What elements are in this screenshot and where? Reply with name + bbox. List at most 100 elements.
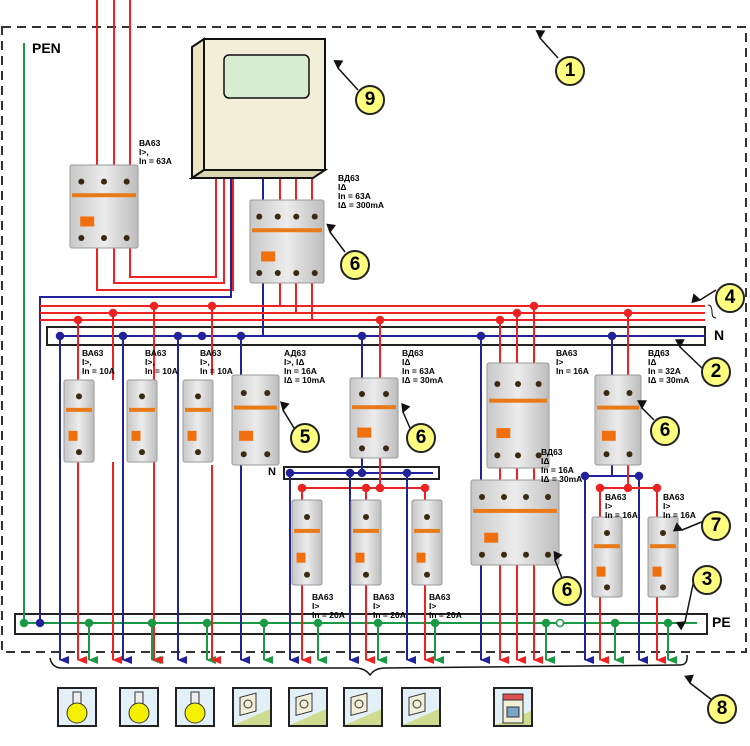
terminal-screw <box>479 494 485 500</box>
terminal-screw <box>494 452 501 459</box>
socket-rcd-phase-out <box>380 487 426 500</box>
leader-2 <box>674 339 705 371</box>
junction-dot <box>610 618 620 628</box>
pe-bus-label: PE <box>712 614 731 630</box>
light-breaker-2 <box>126 379 158 463</box>
junction-dot <box>149 301 159 311</box>
socket-icon <box>234 692 270 725</box>
leader-5 <box>280 401 295 429</box>
terminal-screw <box>359 445 365 452</box>
terminal-screw <box>383 445 389 452</box>
terminal-screw <box>523 494 529 500</box>
socket-hole <box>412 699 422 709</box>
orange-stripe <box>185 407 211 412</box>
stove-hob <box>502 693 524 701</box>
device-body <box>411 499 443 586</box>
terminal-screw <box>494 381 501 387</box>
junction-dot <box>375 315 385 325</box>
terminal-screw <box>240 451 247 458</box>
device-body <box>647 516 679 598</box>
toggle-lever <box>355 552 365 563</box>
socket-breaker-3-label: ВА63 I> In = 20A <box>429 592 462 620</box>
rcbo-label: АД63 I>, IΔ In = 16A IΔ = 10mA <box>284 348 326 385</box>
terminal-screw <box>501 551 507 558</box>
load-electric-stove <box>493 687 533 727</box>
socket-breaker-2-label: ВА63 I> In = 20A <box>373 592 406 620</box>
terminal-screw <box>195 393 201 400</box>
junction-dot <box>476 331 486 341</box>
socket-hole <box>299 699 309 709</box>
toggle-lever <box>601 430 616 441</box>
right-breaker-2-label: ВА63 I> In = 16A <box>663 492 696 520</box>
orange-stripe <box>594 544 620 549</box>
light-breaker-1-label: ВА63 I>, In = 10A <box>82 348 115 376</box>
terminal-screw <box>240 390 247 396</box>
terminal-screw <box>256 270 263 277</box>
leader-1 <box>535 29 559 59</box>
junction-dot <box>108 308 118 318</box>
junction-dot <box>580 471 590 481</box>
terminal-screw <box>123 235 130 242</box>
junction-dot <box>420 483 430 493</box>
floor <box>345 709 381 725</box>
light-breaker-2-label: ВА63 I>, In = 10A <box>145 348 178 376</box>
junction-dot <box>430 618 440 628</box>
terminal-screw <box>363 514 369 520</box>
leader-6 <box>401 402 411 429</box>
right-breaker-2 <box>647 516 679 598</box>
bulb-base <box>72 691 82 705</box>
callout-6-socket-rcd: 6 <box>406 423 436 453</box>
device-body <box>594 374 642 466</box>
terminal-screw <box>515 381 521 387</box>
terminal-screw <box>479 551 485 558</box>
pen-label: PEN <box>32 40 61 56</box>
device-body <box>591 516 623 598</box>
callout-leaders <box>49 29 717 701</box>
orange-stripe <box>353 528 379 533</box>
meter-window <box>223 54 310 99</box>
terminal-screw <box>311 213 318 220</box>
main-breaker-label: ВА63 I>, In = 63A <box>139 138 172 166</box>
bulb-base <box>134 691 144 705</box>
callout-5: 5 <box>290 423 320 453</box>
junction-dot <box>297 483 307 493</box>
junction-dot <box>35 618 45 628</box>
terminal-screw <box>78 178 85 185</box>
pen-to-meter-neutral <box>39 171 232 623</box>
device-body <box>291 499 323 586</box>
junction-dot <box>173 331 183 341</box>
light-bulb-icon <box>184 691 206 724</box>
rcbo <box>231 374 280 466</box>
load-lamp-2 <box>119 687 159 727</box>
terminal-screw <box>274 270 281 277</box>
device-body <box>231 374 280 466</box>
terminal-screw <box>535 452 542 459</box>
three-phase-breaker <box>486 362 550 469</box>
leader-9 <box>333 59 359 91</box>
junction-dot <box>373 618 383 628</box>
junction-dot <box>55 331 65 341</box>
floor <box>234 709 270 725</box>
terminal-screw <box>304 571 310 578</box>
device-body <box>486 362 550 469</box>
toggle-lever <box>131 430 141 441</box>
toggle-lever <box>187 430 197 441</box>
device-body <box>69 164 139 249</box>
stove-oven-door <box>506 706 520 718</box>
junction-dot <box>512 308 522 318</box>
junction-dot <box>259 618 269 628</box>
phase-to-meter <box>96 171 234 291</box>
phase-bus-brace <box>707 304 717 319</box>
three-phase-rcd <box>470 479 560 566</box>
toggle-lever <box>496 428 511 439</box>
right-rcd <box>594 374 642 466</box>
junction-dot <box>84 618 94 628</box>
devices <box>63 37 679 598</box>
junction-dot <box>345 468 355 478</box>
junction-dot <box>285 468 295 478</box>
n-sub-bus-label: N <box>268 466 276 478</box>
terminal-screw <box>603 390 610 396</box>
load-socket-4 <box>401 687 441 727</box>
toggle-lever <box>80 216 95 227</box>
terminal-screw <box>293 270 300 277</box>
